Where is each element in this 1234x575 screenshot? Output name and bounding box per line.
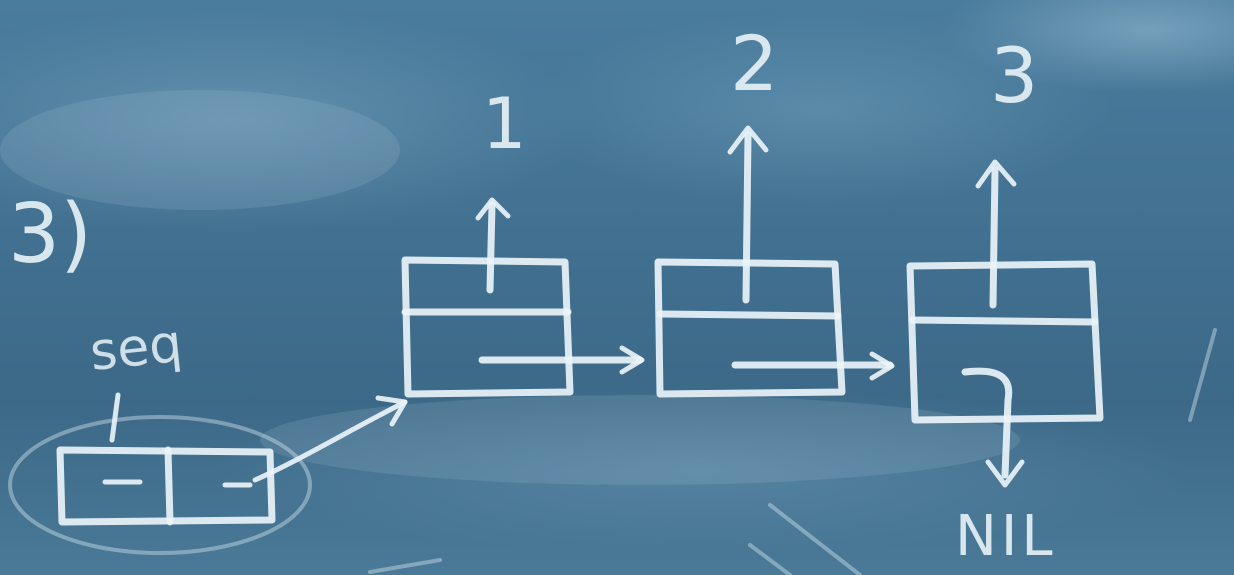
car-arrow-head bbox=[727, 125, 769, 155]
car-arrow-head bbox=[475, 197, 511, 221]
seq-label: seq bbox=[87, 314, 185, 383]
seq-label-tick bbox=[109, 392, 121, 443]
car-arrow-shaft bbox=[989, 166, 999, 309]
cell-divider bbox=[656, 310, 842, 320]
cell-box bbox=[654, 258, 846, 398]
seq-variable bbox=[8, 392, 408, 555]
car-arrow-shaft bbox=[486, 201, 496, 294]
stray-chalk-mark bbox=[748, 543, 792, 575]
cdr-arrow-head bbox=[869, 351, 895, 381]
stray-chalk-mark bbox=[768, 503, 862, 575]
list-cell-1 bbox=[401, 197, 645, 398]
nil-label: NIL bbox=[955, 504, 1057, 569]
list-cell-3 bbox=[906, 159, 1104, 488]
cell-divider bbox=[908, 316, 1099, 326]
item-number-label: 3) bbox=[8, 187, 92, 282]
eraser-smudge bbox=[0, 90, 400, 210]
stray-chalk-mark bbox=[1188, 328, 1217, 422]
cdr-nil-arrow-head bbox=[985, 459, 1025, 488]
cell-box bbox=[906, 260, 1104, 424]
list-cell-2 bbox=[654, 125, 895, 398]
seq-box-divider bbox=[164, 446, 174, 526]
car-arrow-shaft bbox=[742, 131, 752, 304]
cdr-arrow-head bbox=[619, 345, 645, 375]
cell-box bbox=[401, 256, 574, 398]
eraser-smudge bbox=[260, 395, 1020, 485]
seq-circle bbox=[8, 415, 312, 555]
cell-1-value: 1 bbox=[482, 83, 527, 165]
seq-pointer-arrow bbox=[252, 399, 408, 483]
cdr-nil-arrow-shaft bbox=[961, 367, 1013, 479]
stray-chalk-mark bbox=[368, 558, 442, 574]
car-arrow-head bbox=[975, 159, 1017, 189]
cell-2-value: 2 bbox=[730, 19, 778, 108]
cell-3-value: 3 bbox=[990, 31, 1038, 120]
seq-pointer-arrowhead bbox=[375, 395, 408, 427]
seq-box bbox=[56, 446, 276, 526]
